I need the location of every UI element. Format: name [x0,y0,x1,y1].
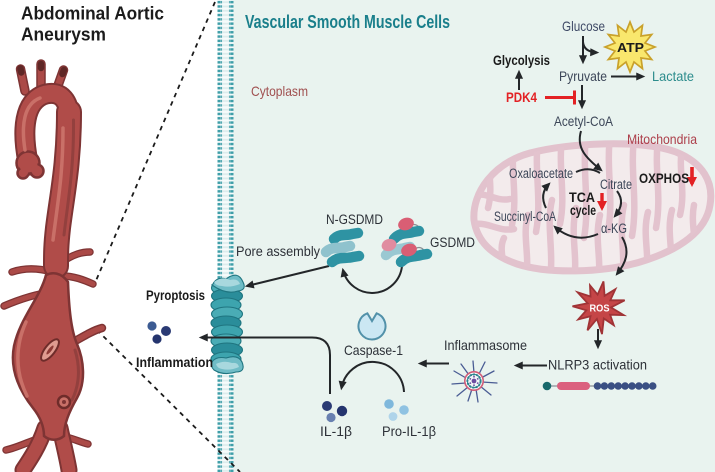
svg-text:Glucose: Glucose [562,19,605,34]
svg-text:Citrate: Citrate [600,177,632,192]
svg-text:Pro-IL-1β: Pro-IL-1β [382,424,436,439]
svg-text:Pyroptosis: Pyroptosis [146,288,205,303]
svg-text:Aneurysm: Aneurysm [21,24,106,45]
svg-text:PDK4: PDK4 [506,89,537,105]
svg-text:TCA: TCA [569,190,595,205]
svg-text:Mitochondria: Mitochondria [627,132,697,147]
svg-text:Inflammasome: Inflammasome [444,338,527,353]
svg-text:NLRP3 activation: NLRP3 activation [548,358,647,373]
svg-text:Lactate: Lactate [652,69,694,84]
svg-text:Cytoplasm: Cytoplasm [251,84,308,99]
svg-text:Vascular Smooth Muscle Cells: Vascular Smooth Muscle Cells [245,12,450,32]
svg-text:Glycolysis: Glycolysis [493,53,550,68]
svg-text:ATP: ATP [617,41,644,55]
svg-text:Pyruvate: Pyruvate [559,69,607,84]
svg-text:cycle: cycle [570,203,596,218]
svg-text:Inflammation: Inflammation [136,355,213,370]
svg-text:Abdominal Aortic: Abdominal Aortic [21,3,164,24]
svg-text:Pore assembly: Pore assembly [236,244,320,259]
svg-text:ROS: ROS [590,303,610,315]
svg-text:IL-1β: IL-1β [320,424,352,439]
svg-text:Succinyl-CoA: Succinyl-CoA [494,209,556,224]
svg-text:α-KG: α-KG [601,221,627,236]
svg-text:Oxaloacetate: Oxaloacetate [509,166,573,181]
svg-text:Caspase-1: Caspase-1 [344,343,403,358]
svg-text:Acetyl-CoA: Acetyl-CoA [554,114,614,129]
svg-text:OXPHOS: OXPHOS [639,171,689,186]
svg-text:N-GSDMD: N-GSDMD [326,212,383,227]
svg-text:GSDMD: GSDMD [430,235,475,250]
